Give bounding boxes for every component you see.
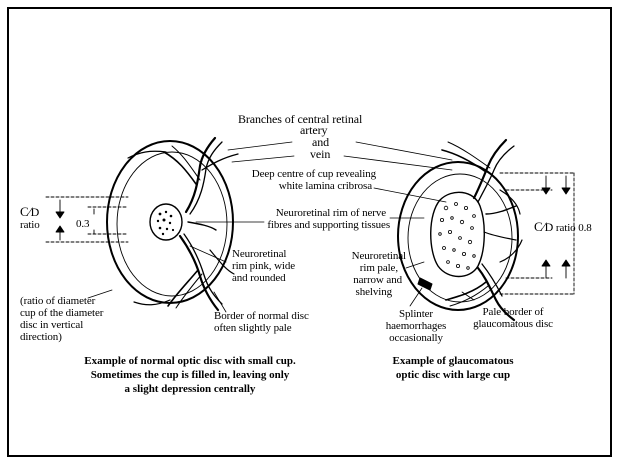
label-ratio-note-line1: (ratio of diameter <box>20 295 95 307</box>
label-ratio-note-line3: disc in vertical <box>20 319 83 331</box>
label-neuroretinal-rim-line2: fibres and supporting tissues <box>240 219 390 231</box>
normal-disc-border <box>117 152 227 296</box>
cd-c-letter: C <box>20 204 29 219</box>
cd-d-letter: D <box>545 220 554 234</box>
label-ratio-note-line4: direction) <box>20 331 62 343</box>
label-deep-centre-line1: Deep centre of cup revealing <box>232 168 376 180</box>
label-rim-pale-line4: shelving <box>340 286 392 298</box>
caption-normal-line3: a slight depression centrally <box>40 383 340 396</box>
label-rim-pink-line1: Neuroretinal <box>232 248 286 260</box>
label-rim-pale-line1: Neuroretinal <box>340 250 406 262</box>
label-splinter-line1: Splinter <box>378 308 454 320</box>
caption-normal-line1: Example of normal optic disc with small … <box>40 355 340 368</box>
glaucoma-cd-ratio-word: ratio <box>556 222 576 234</box>
label-ratio-note-line2: cup of the diameter <box>20 307 103 319</box>
label-rim-pink-line3: and rounded <box>232 272 286 284</box>
label-border-normal-line1: Border of normal disc <box>214 310 309 322</box>
normal-cup <box>150 204 182 240</box>
glaucoma-cd-ratio-label: C⁄D ratio 0.8 <box>534 221 592 234</box>
label-splinter-line3: occasionally <box>378 332 454 344</box>
label-vein: vein <box>310 148 330 160</box>
label-pale-border-line1: Pale border of <box>458 306 568 318</box>
glaucoma-cup-dots <box>439 203 476 270</box>
normal-cd-ratio-label: C⁄D <box>20 206 39 219</box>
cd-d-letter: D <box>31 205 40 219</box>
normal-optic-disc <box>107 138 238 310</box>
cd-c-letter: C <box>534 219 543 234</box>
label-pale-border-line2: glaucomatous disc <box>458 318 568 330</box>
label-splinter-line2: haemorrhages <box>378 320 454 332</box>
caption-glaucoma-line1: Example of glaucomatous <box>368 355 538 368</box>
glaucoma-disc-outline <box>398 162 518 310</box>
normal-cd-ratio-value: 0.3 <box>76 218 89 230</box>
label-rim-pale-line2: rim pale, <box>340 262 398 274</box>
caption-normal-line2: Sometimes the cup is filled in, leaving … <box>40 369 340 382</box>
splinter-haemorrhage <box>418 278 432 290</box>
label-border-normal-line2: often slightly pale <box>214 322 292 334</box>
label-rim-pink-line2: rim pink, wide <box>232 260 295 272</box>
label-deep-centre-line2: white lamina cribrosa <box>232 180 372 192</box>
glaucoma-cd-ratio-value: 0.8 <box>578 222 591 234</box>
label-neuroretinal-rim-line1: Neuroretinal rim of nerve <box>240 207 386 219</box>
normal-cup-dots <box>157 211 174 235</box>
caption-glaucoma-line2: optic disc with large cup <box>368 369 538 382</box>
glaucomatous-optic-disc <box>398 140 522 320</box>
label-rim-pale-line3: narrow and <box>340 274 402 286</box>
normal-cd-ratio-word: ratio <box>20 219 40 231</box>
